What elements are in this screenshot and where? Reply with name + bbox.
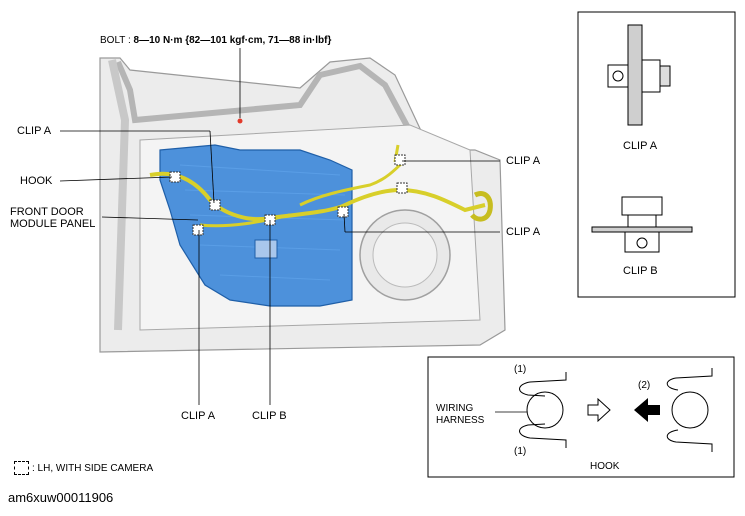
label-clip-a-right-mid: CLIP A xyxy=(506,226,541,238)
label-front-door-module-panel: FRONT DOOR MODULE PANEL xyxy=(10,206,95,230)
legend-text: : LH, WITH SIDE CAMERA xyxy=(32,462,154,474)
detail-label-clip-b: CLIP B xyxy=(623,265,658,277)
clip-detail-box xyxy=(577,11,736,298)
hook-arrow-filled xyxy=(634,398,660,422)
window-sash xyxy=(115,60,423,152)
wiring-harness xyxy=(149,171,486,222)
label-fdmp-line1: FRONT DOOR xyxy=(10,206,84,218)
clip-b-detail xyxy=(591,196,693,253)
label-hook: HOOK xyxy=(20,175,53,187)
bolt-spec: BOLT : 8—10 N·m {82—101 kgf·cm, 71—88 in… xyxy=(100,35,331,47)
label-clip-a-bottom: CLIP A xyxy=(181,410,216,422)
hook-arrow-open xyxy=(587,397,611,423)
legend: : LH, WITH SIDE CAMERA xyxy=(14,461,153,475)
bolt-torque: 8—10 N·m {82—101 kgf·cm, 71—88 in·lbf} xyxy=(133,35,332,46)
hook-step1-bottom: (1) xyxy=(514,446,527,457)
label-clip-a-top-left: CLIP A xyxy=(17,125,52,137)
hook-wiring-harness: WIRING HARNESS xyxy=(436,403,484,427)
detail-label-clip-a: CLIP A xyxy=(623,140,658,152)
label-fdmp-line2: MODULE PANEL xyxy=(10,218,96,230)
hook-wiring-line1: WIRING xyxy=(436,403,474,414)
hook-detail-box xyxy=(427,356,735,478)
dashed-box-icon xyxy=(14,461,29,475)
hook-step1-top: (1) xyxy=(514,364,527,375)
label-clip-a-right-top: CLIP A xyxy=(506,155,541,167)
hook-detail-title: HOOK xyxy=(590,461,620,472)
bolt-prefix: BOLT : xyxy=(100,35,134,46)
hook-step2: (2) xyxy=(638,380,651,391)
hook-before xyxy=(519,372,567,448)
hook-wiring-line2: HARNESS xyxy=(436,415,485,426)
label-clip-b-bottom: CLIP B xyxy=(252,410,287,422)
clip-a-detail xyxy=(607,24,671,126)
image-code: am6xuw00011906 xyxy=(8,490,114,505)
bolt-marker xyxy=(237,118,243,124)
hook-after xyxy=(666,368,713,452)
front-door-module-panel xyxy=(159,144,353,307)
